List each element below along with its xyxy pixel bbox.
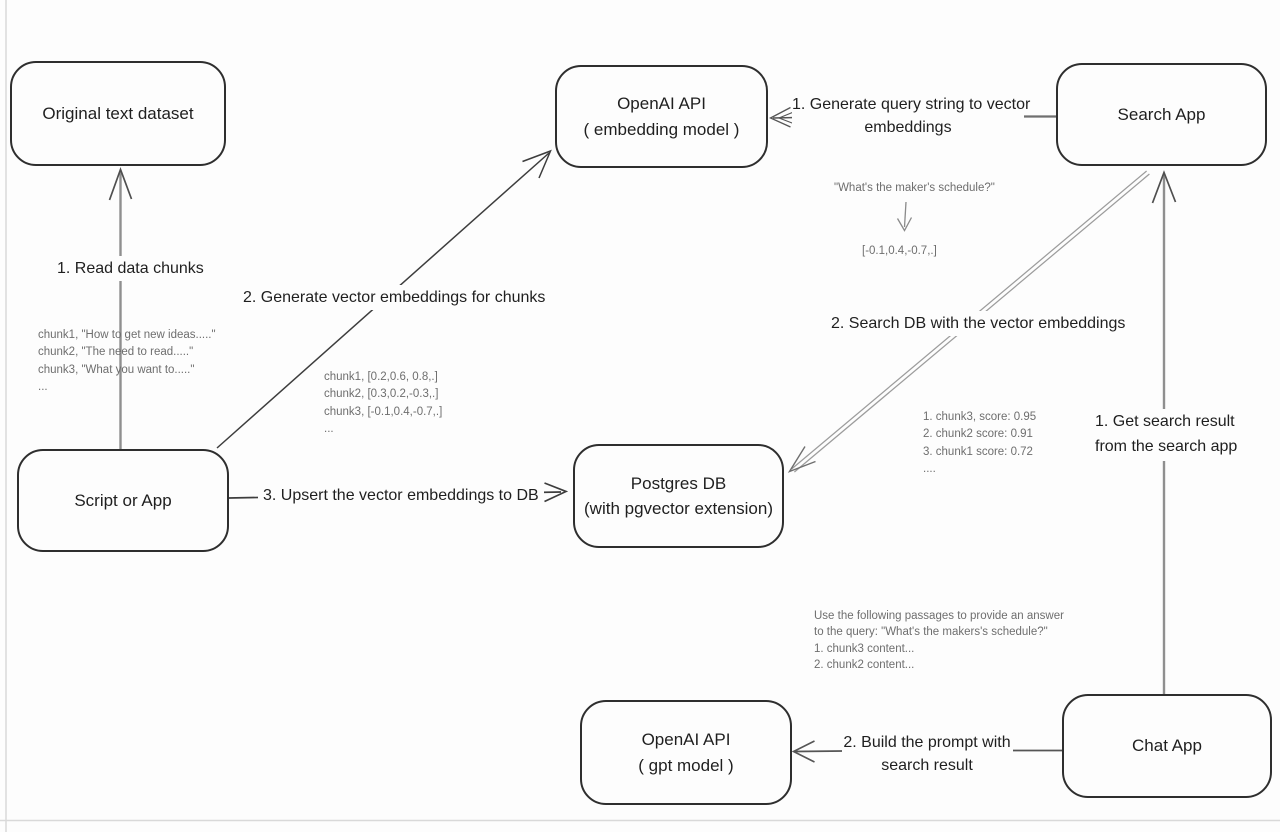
annotation-line: to the query: "What's the makers's sched… [814,626,1048,639]
annotation-line: 1. chunk3 content... [814,642,915,655]
annotation-line: .... [923,463,936,476]
node-label: Script or App [74,490,172,510]
edge-label-build-prompt: 2. Build the prompt with search result [842,731,1012,778]
annotation-line: ... [38,381,48,394]
node-chat-app: Chat App [1062,694,1272,798]
edge-label-generate-embeddings: 2. Generate vector embeddings for chunks [238,285,551,311]
annotation-query-vector: [-0.1,0.4,-0.7,.] [862,245,937,257]
edge-label-search-db: 2. Search DB with the vector embeddings [826,311,1131,337]
node-original-text-dataset: Original text dataset [10,61,226,166]
node-label-line1: Postgres DB [630,473,727,493]
annotation-line: chunk2, [0.3,0.2,-0.3,.] [324,388,439,401]
arrow-build-prompt [791,740,1062,763]
edge-label-upsert-to-db: 3. Upsert the vector embeddings to DB [258,483,544,509]
annotation-line: 2. chunk2 content... [814,658,915,671]
annotation-chunk-samples: chunk1, "How to get new ideas....." chun… [38,327,216,397]
edge-label-read-data-chunks: 1. Read data chunks [52,256,209,282]
node-label-line2: (with pgvector extension) [584,499,773,518]
node-search-app: Search App [1056,63,1267,166]
edge-label-query-to-vector: 1. Generate query string to vector embed… [792,93,1031,140]
edge-label-line1: 1. Generate query string to vector [792,96,1031,113]
annotation-line: 2. chunk2 score: 0.91 [923,428,1033,441]
edge-label-line1: 2. Build the prompt with [843,734,1011,751]
annotation-line: chunk2, "The need to read....." [38,346,194,359]
annotation-line: chunk1, [0.2,0.6, 0.8,.] [324,371,438,383]
annotation-search-scores: 1. chunk3, score: 0.95 2. chunk2 score: … [923,409,1036,479]
query-annotation-down-arrow [896,201,913,232]
node-openai-api-embedding: OpenAI API ( embedding model ) [555,65,768,168]
annotation-line: chunk3, [-0.1,0.4,-0.7,.] [324,405,443,418]
edge-label-line2: search result [881,757,973,775]
node-label: Original text dataset [42,103,194,123]
edge-label-line2: from the search app [1095,437,1238,455]
arrow-read-data-chunks [108,167,133,449]
annotation-line: 3. chunk1 score: 0.72 [923,445,1033,458]
annotation-line: ... [324,423,334,436]
annotation-line: chunk3, "What you want to....." [38,363,195,376]
annotation-line: Use the following passages to provide an… [814,610,1064,622]
node-label: Chat App [1132,736,1202,756]
edge-label-get-search-result: 1. Get search result from the search app [1090,409,1243,461]
edge-label-line1: 1. Get search result [1095,413,1235,430]
node-label-line1: OpenAI API [641,730,731,749]
annotation-query-text: "What's the maker's schedule?" [834,182,995,194]
annotation-line: 1. chunk3, score: 0.95 [923,411,1037,423]
annotation-prompt-preview: Use the following passages to provide an… [814,608,1064,673]
annotation-chunk-vectors: chunk1, [0.2,0.6, 0.8,.] chunk2, [0.3,0.… [324,369,442,439]
node-label-line1: OpenAI API [617,94,706,113]
node-openai-api-gpt: OpenAI API ( gpt model ) [580,700,792,805]
node-label: Search App [1117,104,1206,124]
edge-label-line2: embeddings [864,119,952,137]
node-script-or-app: Script or App [17,449,229,552]
node-postgres-db: Postgres DB (with pgvector extension) [573,444,784,548]
node-label-line2: ( embedding model ) [583,119,740,139]
node-label-line2: ( gpt model ) [638,755,734,775]
annotation-line: chunk1, "How to get new ideas....." [38,329,216,341]
